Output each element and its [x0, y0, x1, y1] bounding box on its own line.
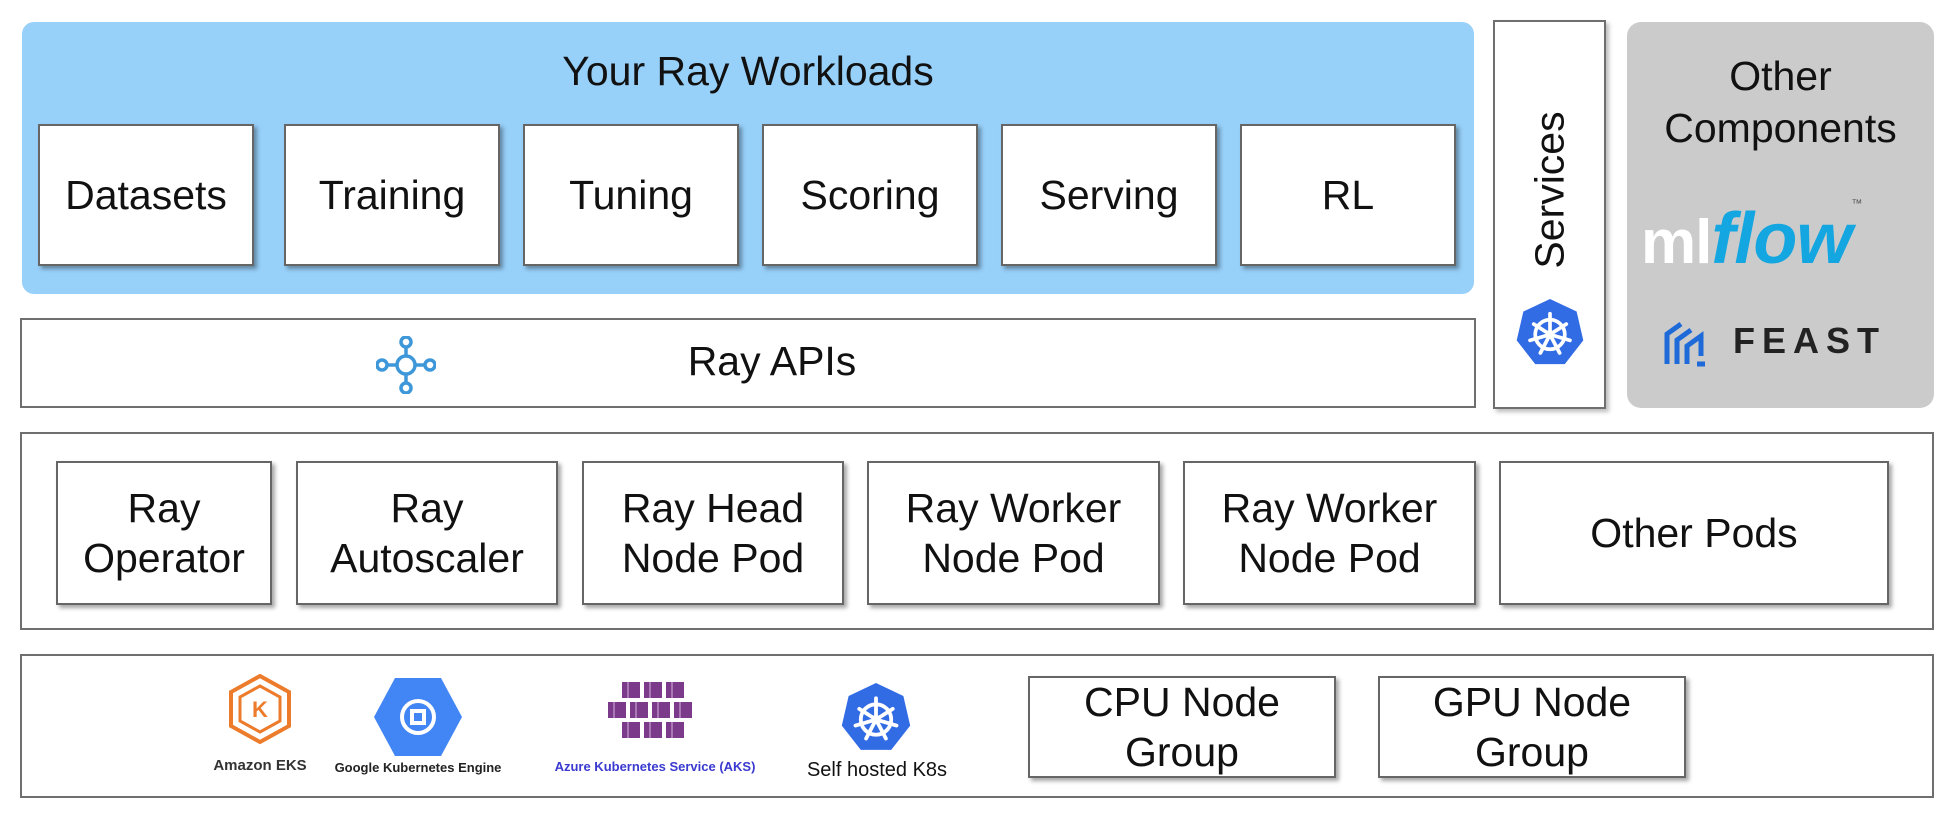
- feast-icon: [1664, 321, 1705, 367]
- ray-apis-bar: Ray APIs: [20, 318, 1476, 408]
- gke-icon: [374, 678, 462, 756]
- pods-panel: Ray Operator Ray Autoscaler Ray Head Nod…: [20, 432, 1934, 630]
- mlflow-logo: mlflow™: [1641, 198, 1921, 288]
- workload-training: Training: [284, 124, 500, 266]
- cpu-node-group: CPU Node Group: [1028, 676, 1336, 778]
- mlflow-ml-text: ml: [1641, 208, 1712, 277]
- pod-ray-operator: Ray Operator: [56, 461, 272, 605]
- services-label: Services: [1526, 111, 1573, 269]
- workloads-panel: Your Ray Workloads Datasets Training Tun…: [22, 22, 1474, 294]
- services-column: Services: [1493, 20, 1606, 409]
- gke-caption: Google Kubernetes Engine: [334, 760, 502, 775]
- workload-serving: Serving: [1001, 124, 1217, 266]
- mlflow-tm-text: ™: [1851, 198, 1863, 210]
- aks-icon: [608, 682, 692, 738]
- workloads-title: Your Ray Workloads: [562, 48, 934, 94]
- ray-apis-label: Ray APIs: [687, 338, 857, 384]
- feast-logo: FEAST: [1661, 314, 1911, 374]
- kubernetes-icon: [841, 683, 911, 750]
- other-components-title: Other Components: [1664, 53, 1897, 151]
- pod-ray-worker-node-2: Ray Worker Node Pod: [1183, 461, 1476, 605]
- infrastructure-panel: K Amazon EKS Google Kubernetes Engine Az…: [20, 654, 1934, 798]
- other-components-panel: Other Components mlflow™ FEAST: [1627, 22, 1934, 408]
- feast-text: FEAST: [1733, 320, 1887, 361]
- kubernetes-icon: [1516, 298, 1584, 365]
- workload-datasets: Datasets: [38, 124, 254, 266]
- amazon-eks-icon: K: [229, 674, 291, 744]
- pod-other-pods: Other Pods: [1499, 461, 1889, 605]
- workload-tuning: Tuning: [523, 124, 739, 266]
- ray-logo-icon: [376, 336, 436, 394]
- pod-ray-worker-node-1: Ray Worker Node Pod: [867, 461, 1160, 605]
- workload-scoring: Scoring: [762, 124, 978, 266]
- aks-caption: Azure Kubernetes Service (AKS): [554, 759, 756, 774]
- workload-rl: RL: [1240, 124, 1456, 266]
- self-hosted-k8s-caption: Self hosted K8s: [806, 759, 948, 781]
- pod-ray-head-node: Ray Head Node Pod: [582, 461, 844, 605]
- pod-ray-autoscaler: Ray Autoscaler: [296, 461, 558, 605]
- eks-caption: Amazon EKS: [213, 757, 307, 774]
- mlflow-flow-text: flow: [1711, 199, 1852, 279]
- svg-text:K: K: [252, 697, 268, 722]
- gpu-node-group: GPU Node Group: [1378, 676, 1686, 778]
